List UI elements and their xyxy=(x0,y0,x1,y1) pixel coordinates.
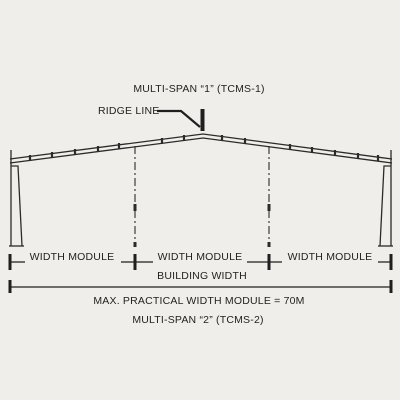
building-width-label: BUILDING WIDTH xyxy=(157,270,247,282)
column-marker xyxy=(267,204,271,211)
interior-columns xyxy=(134,146,270,246)
dimension-tick xyxy=(389,254,393,270)
right-column xyxy=(378,150,393,247)
building-width-dimension-row: BUILDING WIDTH xyxy=(8,267,393,293)
label-backing xyxy=(282,249,378,264)
bottom-label: MULTI-SPAN “2” (TCMS-2) xyxy=(132,314,263,326)
left-column-inner xyxy=(11,165,23,247)
width-module-label: WIDTH MODULE xyxy=(288,251,373,263)
dimension-tick xyxy=(267,254,271,270)
ridge-post xyxy=(200,109,205,131)
label-backing xyxy=(151,267,253,282)
ridge-line-label: RIDGE LINE xyxy=(98,105,160,117)
interior-column-markers xyxy=(133,204,271,247)
top-label: MULTI-SPAN “1” (TCMS-1) xyxy=(133,83,264,95)
ridge-leader-line xyxy=(157,109,201,128)
column-marker xyxy=(133,204,137,211)
width-module-label: WIDTH MODULE xyxy=(158,251,243,263)
width-module-dimension-row: WIDTH MODULE WIDTH MODULE WIDTH MODULE xyxy=(8,249,393,270)
ridge-marker xyxy=(157,109,205,131)
purlin-ticks xyxy=(28,135,380,161)
dimension-tick xyxy=(133,254,137,270)
label-backing xyxy=(25,249,121,264)
dimension-tick xyxy=(8,280,12,293)
dimension-tick xyxy=(389,280,393,293)
label-backing xyxy=(153,249,247,264)
column-foot xyxy=(133,242,137,247)
dimension-tick xyxy=(8,254,12,270)
left-column xyxy=(9,150,24,247)
max-width-note: MAX. PRACTICAL WIDTH MODULE = 70M xyxy=(93,295,304,307)
column-foot xyxy=(267,242,271,247)
right-column-inner xyxy=(379,165,391,247)
width-module-label: WIDTH MODULE xyxy=(30,251,115,263)
